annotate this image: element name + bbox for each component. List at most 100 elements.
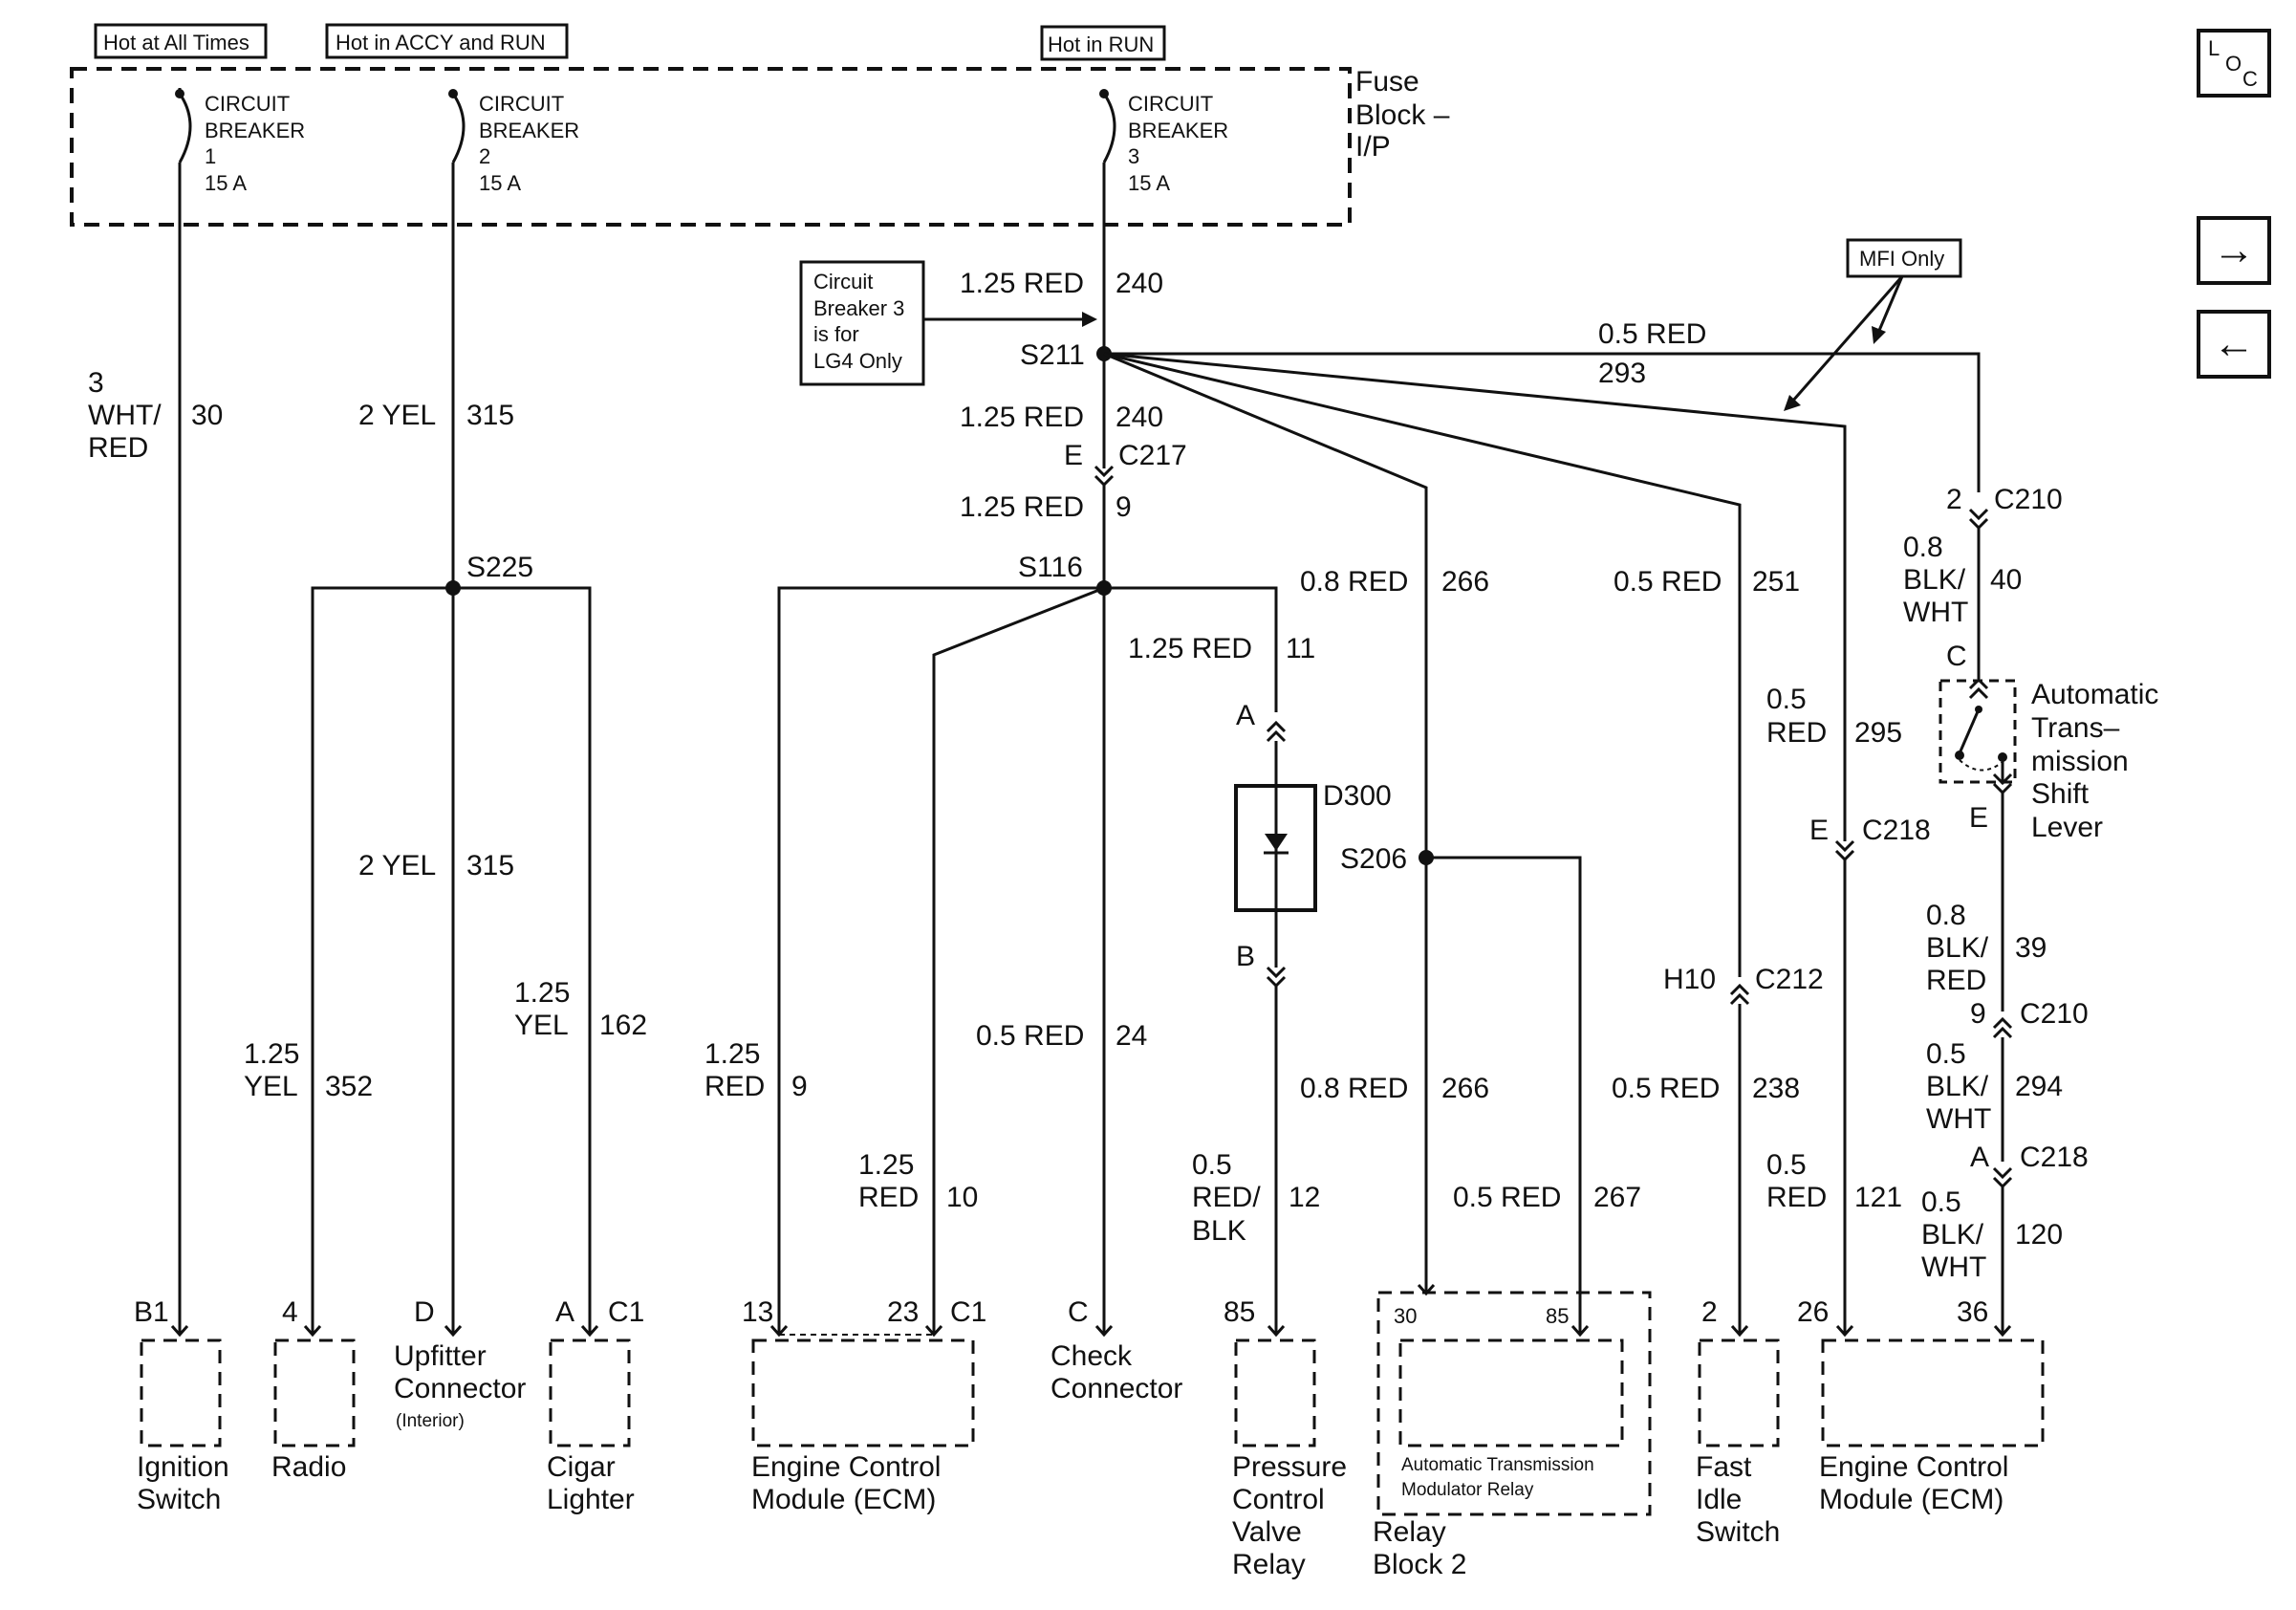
ecm1-pin-13: 13: [742, 1296, 773, 1328]
wire-294-color2: WHT: [1926, 1103, 1991, 1135]
cigar-pin: A: [555, 1296, 574, 1328]
wire-9-number-upper: 9: [1116, 491, 1132, 523]
wire-30-size: 3: [88, 367, 104, 399]
wire-9-size-lower: 1.25: [704, 1038, 760, 1070]
wire-295-number: 295: [1854, 717, 1902, 749]
ecm2-pin-26: 26: [1797, 1296, 1829, 1328]
arrow-left-icon: ←: [2213, 320, 2255, 367]
c210-9-label: C210: [2020, 998, 2089, 1030]
wire-12-color1: RED/: [1192, 1182, 1261, 1213]
wire-30-color2: RED: [88, 432, 148, 464]
mfi-arrow-head-2: [1872, 326, 1886, 344]
svg-text:Breaker 3: Breaker 3: [813, 296, 904, 320]
s225-bus: [311, 586, 592, 1334]
diode-icon: [1265, 834, 1288, 851]
wire-267: [1426, 856, 1582, 1334]
location-icon-l: L: [2208, 36, 2220, 60]
svg-text:15 A: 15 A: [205, 171, 247, 195]
wire-266-label-lower: 0.8 RED: [1300, 1073, 1408, 1104]
pcv-relay-label-3: Valve: [1232, 1516, 1302, 1548]
svg-text:Automatic: Automatic: [2031, 679, 2158, 710]
radio-box: [273, 1338, 356, 1447]
c217-pin: E: [1064, 440, 1083, 471]
fuse-block-label-line2: Block –: [1355, 99, 1450, 131]
note-arrow-head: [1082, 312, 1097, 327]
svg-text:Circuit: Circuit: [813, 270, 873, 294]
wire-121-number: 121: [1854, 1182, 1902, 1213]
d300-pin-a: A: [1236, 700, 1255, 731]
wire-294-size: 0.5: [1926, 1038, 1966, 1070]
ignition-switch-label-1: Ignition: [137, 1451, 229, 1483]
location-icon-o: O: [2225, 52, 2242, 76]
wire-295-color: RED: [1766, 717, 1827, 749]
wire-121-size: 0.5: [1766, 1149, 1807, 1181]
wire-39-number: 39: [2015, 932, 2047, 964]
wire-10-color: RED: [858, 1182, 919, 1213]
wire-251-number: 251: [1752, 566, 1800, 598]
wire-120-color1: BLK/: [1921, 1219, 1984, 1251]
wire-120-color2: WHT: [1921, 1251, 1986, 1283]
wire-162-color: YEL: [514, 1010, 569, 1041]
hot-in-run-tag: Hot in RUN: [1040, 25, 1166, 61]
modulator-relay-box: [1398, 1338, 1624, 1447]
upfitter-label-3: (Interior): [396, 1411, 465, 1431]
svg-text:mission: mission: [2031, 746, 2129, 777]
wire-9-color-lower: RED: [704, 1071, 765, 1102]
c218-a-label: C218: [2020, 1142, 2089, 1173]
svg-text:CIRCUIT: CIRCUIT: [205, 92, 290, 116]
c210-2-connector: [1968, 508, 1989, 531]
svg-text:Trans–: Trans–: [2031, 712, 2120, 744]
fast-idle-pin: 2: [1701, 1296, 1718, 1328]
svg-text:Lever: Lever: [2031, 812, 2103, 843]
cigar-connector: C1: [608, 1296, 644, 1328]
wire-162-number: 162: [599, 1010, 647, 1041]
svg-text:Hot at All Times: Hot at All Times: [103, 31, 249, 54]
wire-39-size: 0.8: [1926, 900, 1966, 931]
next-page-button[interactable]: →: [2197, 216, 2271, 285]
radio-pin: 4: [282, 1296, 298, 1328]
circuit-breaker-2-label: CIRCUIT BREAKER 2 15 A: [479, 92, 579, 195]
circuit-breaker-2-symbol: [448, 89, 466, 163]
wire-30-color1: WHT/: [88, 400, 162, 431]
svg-text:Shift: Shift: [2031, 778, 2090, 810]
location-button[interactable]: L O C: [2197, 29, 2271, 98]
switch-pin-e: E: [1969, 802, 1988, 834]
wire-40-color1: BLK/: [1903, 564, 1966, 596]
ecm1-pin-23: 23: [887, 1296, 919, 1328]
wire-240-number-lower: 240: [1116, 402, 1163, 433]
ignition-switch-box: [140, 1338, 222, 1447]
wire-10-number: 10: [946, 1182, 978, 1213]
wire-12-number: 12: [1289, 1182, 1320, 1213]
modulator-relay-label-2: Modulator Relay: [1401, 1480, 1534, 1500]
wire-39-color2: RED: [1926, 965, 1986, 996]
wire-293-label: 0.5 RED: [1598, 318, 1706, 350]
previous-page-button[interactable]: ←: [2197, 310, 2271, 379]
wire-295: [1103, 352, 1847, 841]
mfi-arrow-line-1: [1790, 275, 1904, 402]
pcv-relay-label-2: Control: [1232, 1484, 1325, 1515]
fuse-block-label-line3: I/P: [1355, 131, 1391, 163]
hot-in-accy-run-tag: Hot in ACCY and RUN: [325, 23, 569, 59]
ecm2-label-2: Module (ECM): [1819, 1484, 2004, 1515]
wire-30-number: 30: [191, 400, 223, 431]
wire-120-size: 0.5: [1921, 1186, 1961, 1218]
ecm2-label-1: Engine Control: [1819, 1451, 2008, 1483]
svg-text:Hot in ACCY and RUN: Hot in ACCY and RUN: [336, 31, 546, 54]
ecm1-connector: C1: [950, 1296, 986, 1328]
wire-162-size: 1.25: [514, 977, 570, 1009]
shift-lever-label: Automatic Trans– mission Shift Lever: [2031, 679, 2158, 843]
switch-connector-c: [1968, 677, 1989, 700]
mfi-arrow-head-1: [1784, 395, 1801, 411]
c218-a-pin: A: [1970, 1142, 1989, 1173]
c218-e-pin: E: [1809, 815, 1829, 846]
relay-pin-85: 85: [1546, 1304, 1569, 1328]
c212-label: C212: [1755, 964, 1824, 995]
wire-40-number: 40: [1990, 564, 2022, 596]
ecm2-pin-36: 36: [1957, 1296, 1988, 1328]
c212-pin: H10: [1663, 964, 1716, 995]
d300-connector-b: [1266, 966, 1287, 989]
s116-bus: [777, 586, 1278, 1334]
wire-352-size: 1.25: [244, 1038, 299, 1070]
wire-238-label: 0.5 RED: [1612, 1073, 1720, 1104]
